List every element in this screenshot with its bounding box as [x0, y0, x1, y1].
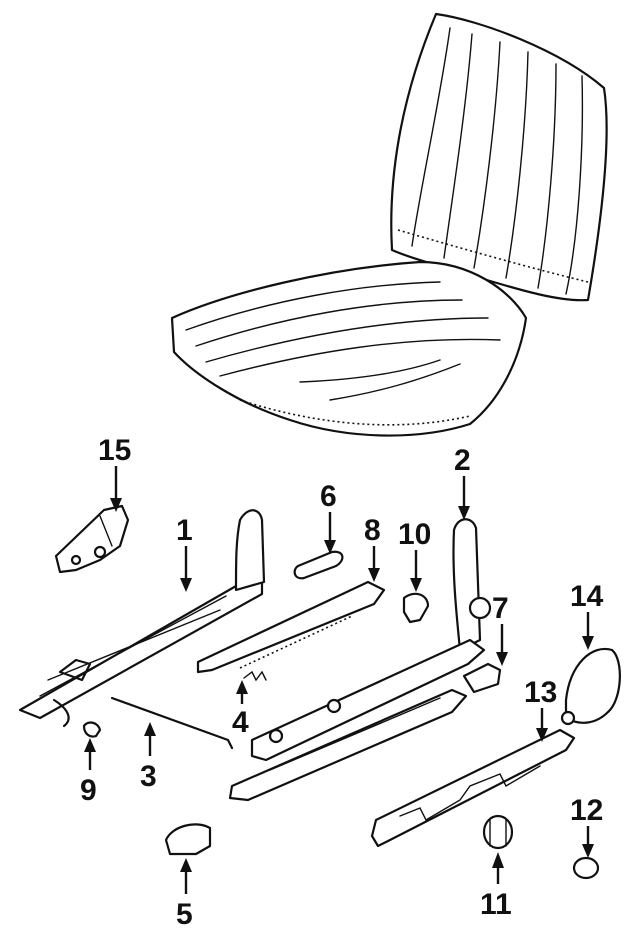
knob-part-5 [164, 823, 212, 856]
nut-part-11 [482, 814, 514, 850]
track-part-2 [228, 518, 492, 802]
callout-11: 11 [480, 888, 512, 921]
clip-part-10 [402, 592, 430, 624]
callout-8: 8 [364, 514, 381, 547]
callout-12: 12 [570, 794, 603, 827]
seat-back [390, 12, 608, 302]
cover-part-14 [560, 647, 621, 726]
spring-part-4 [243, 670, 267, 682]
pin-part-9 [82, 721, 102, 738]
track-part-1 [18, 509, 266, 728]
callout-5: 5 [176, 898, 193, 931]
callout-7: 7 [492, 592, 509, 625]
wire-part-3 [110, 696, 234, 750]
callout-13: 13 [524, 676, 557, 709]
handle-part-6 [293, 550, 344, 580]
callout-1: 1 [176, 514, 193, 547]
callout-2: 2 [454, 444, 471, 477]
leader-arrows [84, 466, 594, 894]
callout-6: 6 [320, 480, 337, 513]
rail-part-13 [370, 728, 576, 848]
callout-15: 15 [98, 434, 131, 467]
bracket-part-15 [54, 504, 130, 574]
seat-cushion [170, 260, 528, 437]
callout-10: 10 [398, 518, 431, 551]
cap-part-12 [572, 856, 600, 880]
callout-3: 3 [140, 760, 157, 793]
callout-9: 9 [80, 774, 97, 807]
callout-labels: 15 1 6 8 10 2 7 14 4 13 9 3 12 5 11 [80, 434, 604, 931]
callout-4: 4 [232, 706, 249, 739]
callout-14: 14 [570, 580, 604, 613]
block-part-7 [462, 662, 502, 694]
bar-part-8 [196, 580, 386, 674]
